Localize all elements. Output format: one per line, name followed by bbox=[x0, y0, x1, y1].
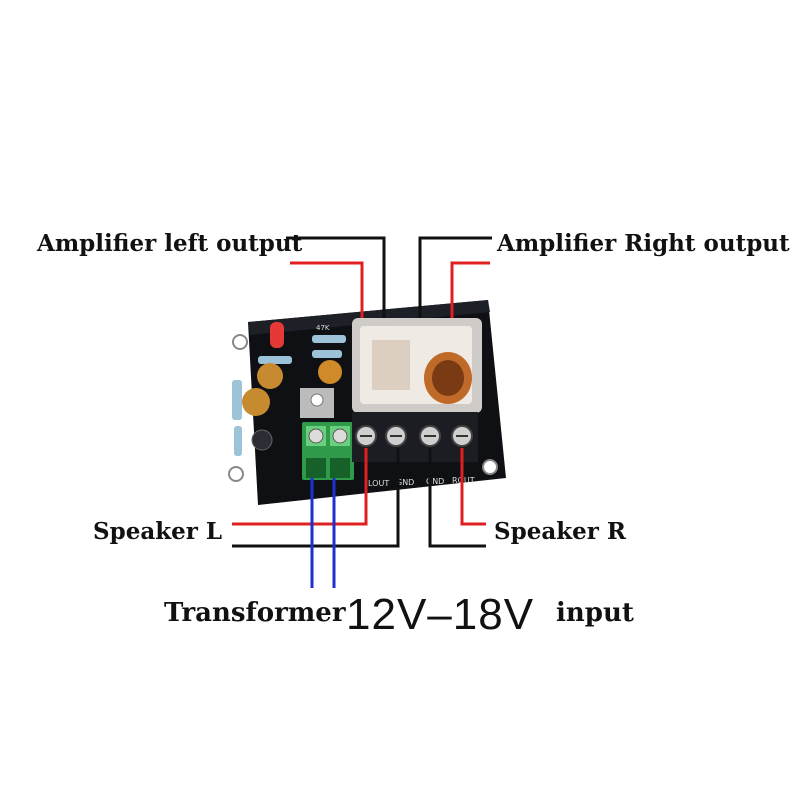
wires-amp-left bbox=[286, 236, 386, 318]
transformer-terminal bbox=[302, 422, 354, 480]
terminal-mark-3: GND bbox=[426, 477, 444, 486]
wires-speaker-l bbox=[232, 448, 400, 548]
terminal-mark-1: LOUT bbox=[368, 479, 389, 488]
wires-amp-right bbox=[418, 236, 492, 318]
label-input: input bbox=[556, 598, 634, 628]
label-transformer: Transformer bbox=[164, 598, 346, 628]
resistor-code: 47K bbox=[316, 324, 330, 332]
wires-speaker-r bbox=[428, 448, 486, 548]
output-terminals bbox=[352, 412, 478, 462]
wires-transformer bbox=[310, 478, 336, 588]
terminal-mark-2: GND bbox=[396, 478, 414, 487]
label-amp-right: Amplifier Right output bbox=[497, 230, 790, 257]
label-speaker-l: Speaker L bbox=[93, 518, 223, 545]
label-amp-left: Amplifier left output bbox=[37, 230, 303, 257]
label-speaker-r: Speaker R bbox=[494, 518, 627, 545]
pcb-board: LOUT GND GND ROUT 47K bbox=[228, 300, 506, 505]
label-voltage: 12V–18V bbox=[346, 590, 535, 639]
